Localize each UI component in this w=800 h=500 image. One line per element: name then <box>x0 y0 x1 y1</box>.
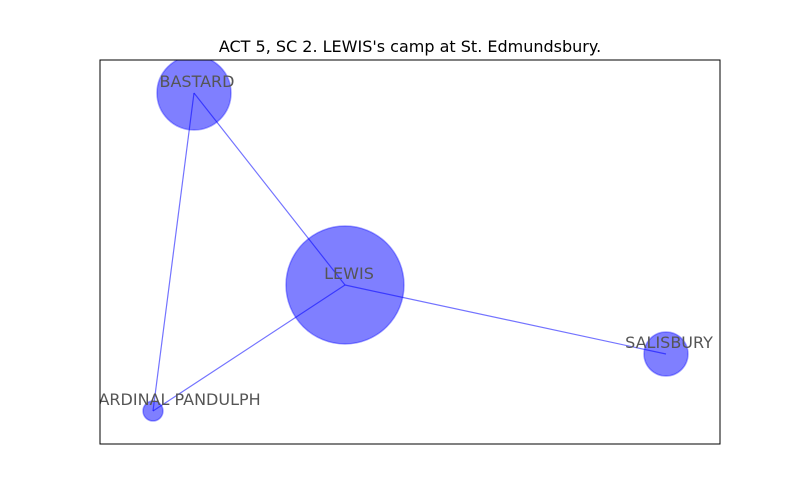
node-salisbury <box>643 331 689 377</box>
node-label-bastard: BASTARD <box>160 72 235 91</box>
node-label-salisbury: SALISBURY <box>625 333 713 352</box>
node-bastard <box>156 60 232 131</box>
labels-layer: BASTARD LEWIS SALISBURY CARDINAL PANDULPH <box>87 72 713 409</box>
node-label-cardinal-pandulph: CARDINAL PANDULPH <box>87 390 260 409</box>
edge-bastard-cardinal-pandulph <box>152 92 195 412</box>
node-label-lewis: LEWIS <box>324 264 374 283</box>
plot-frame <box>99 59 721 445</box>
plot-area: BASTARD LEWIS SALISBURY CARDINAL PANDULPH <box>87 60 713 422</box>
nodes-layer <box>142 60 689 422</box>
node-cardinal-pandulph <box>142 400 164 422</box>
edges-layer <box>152 92 667 412</box>
node-lewis <box>285 225 405 345</box>
chart-title: ACT 5, SC 2. LEWIS's camp at St. Edmunds… <box>219 37 601 56</box>
